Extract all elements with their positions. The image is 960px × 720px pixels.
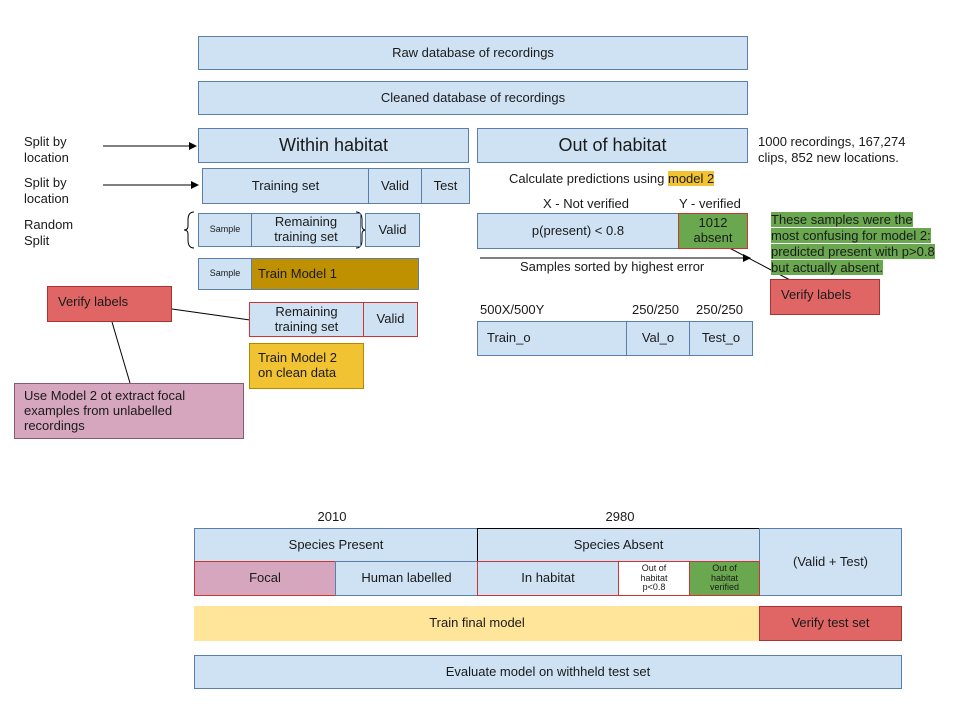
count-species-present: 2010	[317, 509, 347, 524]
focal-extraction-note: Use Model 2 ot extract focal examples fr…	[14, 383, 244, 439]
count-species-absent: 2980	[605, 509, 635, 524]
raw-database-box: Raw database of recordings	[198, 36, 748, 70]
in-habitat-box: In habitat	[477, 561, 619, 596]
test-box: Test	[421, 168, 470, 204]
sample-box: Sample	[198, 213, 252, 247]
species-absent-box: Species Absent	[477, 528, 760, 562]
train-o-box: Train_o	[477, 321, 627, 356]
training-set-box: Training set	[202, 168, 369, 204]
out-of-habitat-stats: 1000 recordings, 167,274 clips, 852 new …	[758, 134, 906, 165]
species-present-box: Species Present	[194, 528, 478, 562]
line-verify-to-remaining	[171, 308, 251, 321]
calculate-predictions-text: Calculate predictions using	[509, 171, 668, 186]
sample-box-2: Sample	[198, 258, 252, 290]
brace-left	[183, 211, 195, 249]
confusing-samples-text: These samples were the most confusing fo…	[771, 212, 935, 275]
verify-labels-right-box: Verify labels	[770, 279, 880, 315]
label-split-by-location-1: Split by location	[24, 134, 69, 165]
remaining-training-set-box-2: Remaining training set	[249, 302, 364, 337]
valid-test-box: (Valid + Test)	[759, 528, 902, 596]
train-model-1-box: Train Model 1	[251, 258, 419, 290]
p-present-box: p(present) < 0.8	[477, 213, 679, 249]
remaining-training-set-box: Remaining training set	[251, 213, 361, 247]
line-verify-to-note	[111, 321, 131, 384]
model-2-highlight: model 2	[667, 171, 715, 186]
out-of-habitat-p-box: Out of habitat p<0.8	[618, 561, 690, 596]
verify-test-set-box: Verify test set	[759, 606, 902, 641]
train-final-model-box: Train final model	[194, 606, 760, 641]
y-verified-label: Y - verified	[679, 196, 741, 211]
focal-box: Focal	[194, 561, 336, 596]
test-o-box: Test_o	[689, 321, 753, 356]
within-habitat-box: Within habitat	[198, 128, 469, 163]
valid-box: Valid	[368, 168, 422, 204]
val-o-box: Val_o	[626, 321, 690, 356]
out-of-habitat-box: Out of habitat	[477, 128, 748, 163]
samples-sorted-label: Samples sorted by highest error	[520, 259, 705, 274]
valid-box-2: Valid	[365, 213, 420, 247]
count-test-o: 250/250	[696, 302, 743, 317]
calculate-predictions-label: Calculate predictions using model 2	[509, 171, 715, 187]
confusing-samples-note: These samples were the most confusing fo…	[771, 212, 939, 276]
count-val-o: 250/250	[632, 302, 679, 317]
label-random-split: Random Split	[24, 217, 74, 248]
evaluate-model-box: Evaluate model on withheld test set	[194, 655, 902, 689]
cleaned-database-box: Cleaned database of recordings	[198, 81, 748, 115]
verify-labels-left-box: Verify labels	[47, 286, 172, 322]
label-split-by-location-2: Split by location	[24, 175, 69, 206]
x-not-verified-label: X - Not verified	[543, 196, 629, 211]
train-model-2-box: Train Model 2 on clean data	[249, 343, 364, 389]
absent-verified-box: 1012 absent	[678, 213, 748, 249]
out-of-habitat-verified-box: Out of habitat verified	[689, 561, 760, 596]
human-labelled-box: Human labelled	[335, 561, 478, 596]
count-train-o: 500X/500Y	[480, 302, 545, 317]
valid-box-3: Valid	[363, 302, 418, 337]
